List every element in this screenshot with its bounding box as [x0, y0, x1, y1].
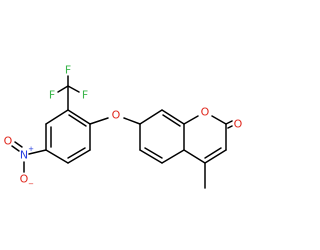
atom-fluorine: F [65, 64, 71, 77]
molecule-diagram: F F F O O O N + O O − [4, 64, 243, 189]
bond-double-inner [67, 147, 86, 159]
bond [161, 149, 185, 164]
bond [45, 109, 69, 125]
oxygen-negative-charge: − [28, 180, 34, 188]
bond [28, 149, 47, 155]
atom-ring-oxygen: O [201, 106, 210, 119]
bond [225, 120, 233, 125]
atom-fluorine: F [49, 89, 55, 102]
bond [204, 149, 227, 164]
bond [139, 109, 163, 125]
bond-double-inner [227, 125, 233, 129]
atom-carbonyl-oxygen: O [234, 118, 243, 131]
structure-svg: F F F O O O N + O O − [4, 64, 243, 189]
bond [67, 109, 91, 125]
bond-double-inner [204, 147, 222, 159]
bond [67, 149, 91, 164]
bond [183, 149, 206, 164]
bond [57, 85, 69, 93]
bond-double-inner [68, 114, 87, 127]
bond-double-inner [11, 145, 20, 152]
atom-nitro-oxygen: O [20, 173, 29, 186]
bond-double-inner [144, 147, 163, 159]
atom-nitro-nitrogen: N [20, 149, 28, 162]
bond [161, 109, 185, 125]
bonds [11, 75, 233, 189]
atom-ether-oxygen: O [112, 109, 121, 122]
bond [139, 149, 163, 164]
nitrogen-positive-charge: + [28, 145, 34, 153]
atom-labels: F F F O O O N + O O − [4, 64, 243, 189]
bond [183, 115, 199, 125]
atom-fluorine: F [82, 89, 88, 102]
bond [211, 115, 227, 125]
bond [67, 85, 80, 93]
bond [89, 117, 109, 125]
bond [123, 117, 141, 125]
bond [14, 141, 23, 148]
bond [45, 149, 69, 164]
atom-nitro-oxygen: O [4, 135, 13, 148]
bond-double-inner [162, 114, 181, 127]
